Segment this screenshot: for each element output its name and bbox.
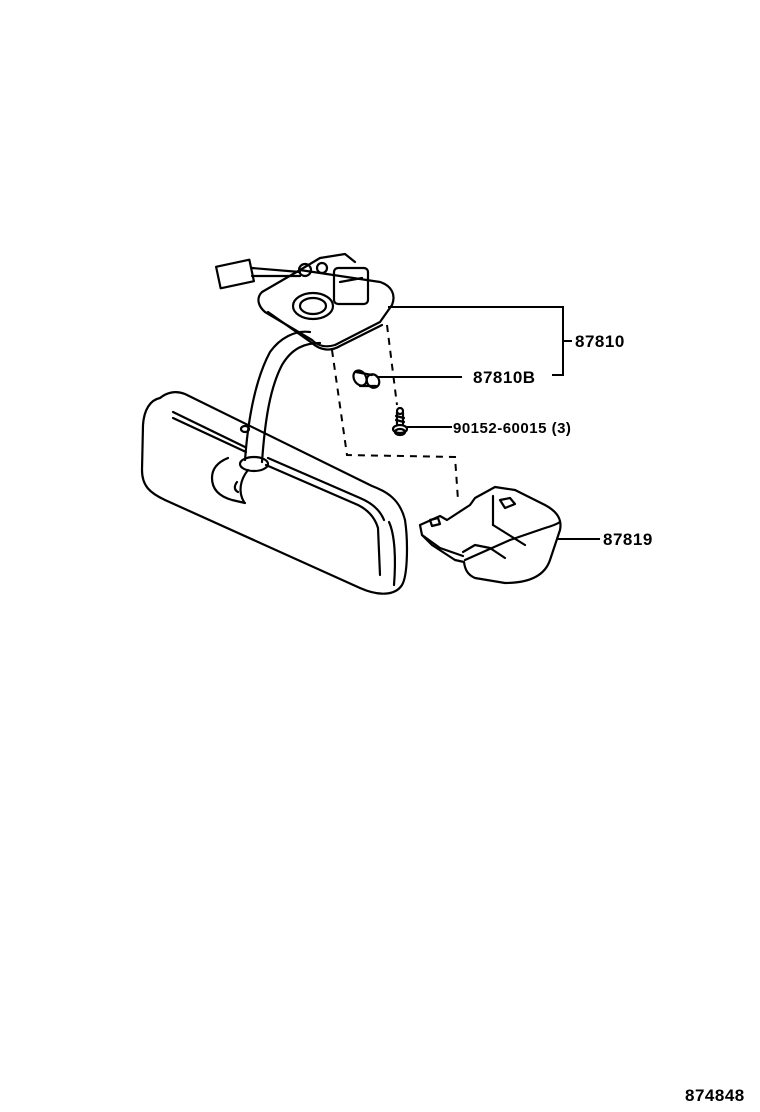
bulb xyxy=(352,369,381,389)
screw xyxy=(391,406,409,437)
part-label-87810b: 87810B xyxy=(473,368,536,387)
part-label-90152-60015: 90152-60015 (3) xyxy=(453,420,572,437)
part-label-87810: 87810 xyxy=(575,332,625,351)
leader-lines xyxy=(377,306,600,540)
lamp-assembly xyxy=(214,252,395,351)
part-label-87819: 87819 xyxy=(603,530,653,549)
lamp-cover xyxy=(418,485,562,585)
mirror-body xyxy=(140,330,409,595)
illustration-number: 874848 xyxy=(685,1086,745,1105)
assembly-guide-lines xyxy=(331,324,459,501)
